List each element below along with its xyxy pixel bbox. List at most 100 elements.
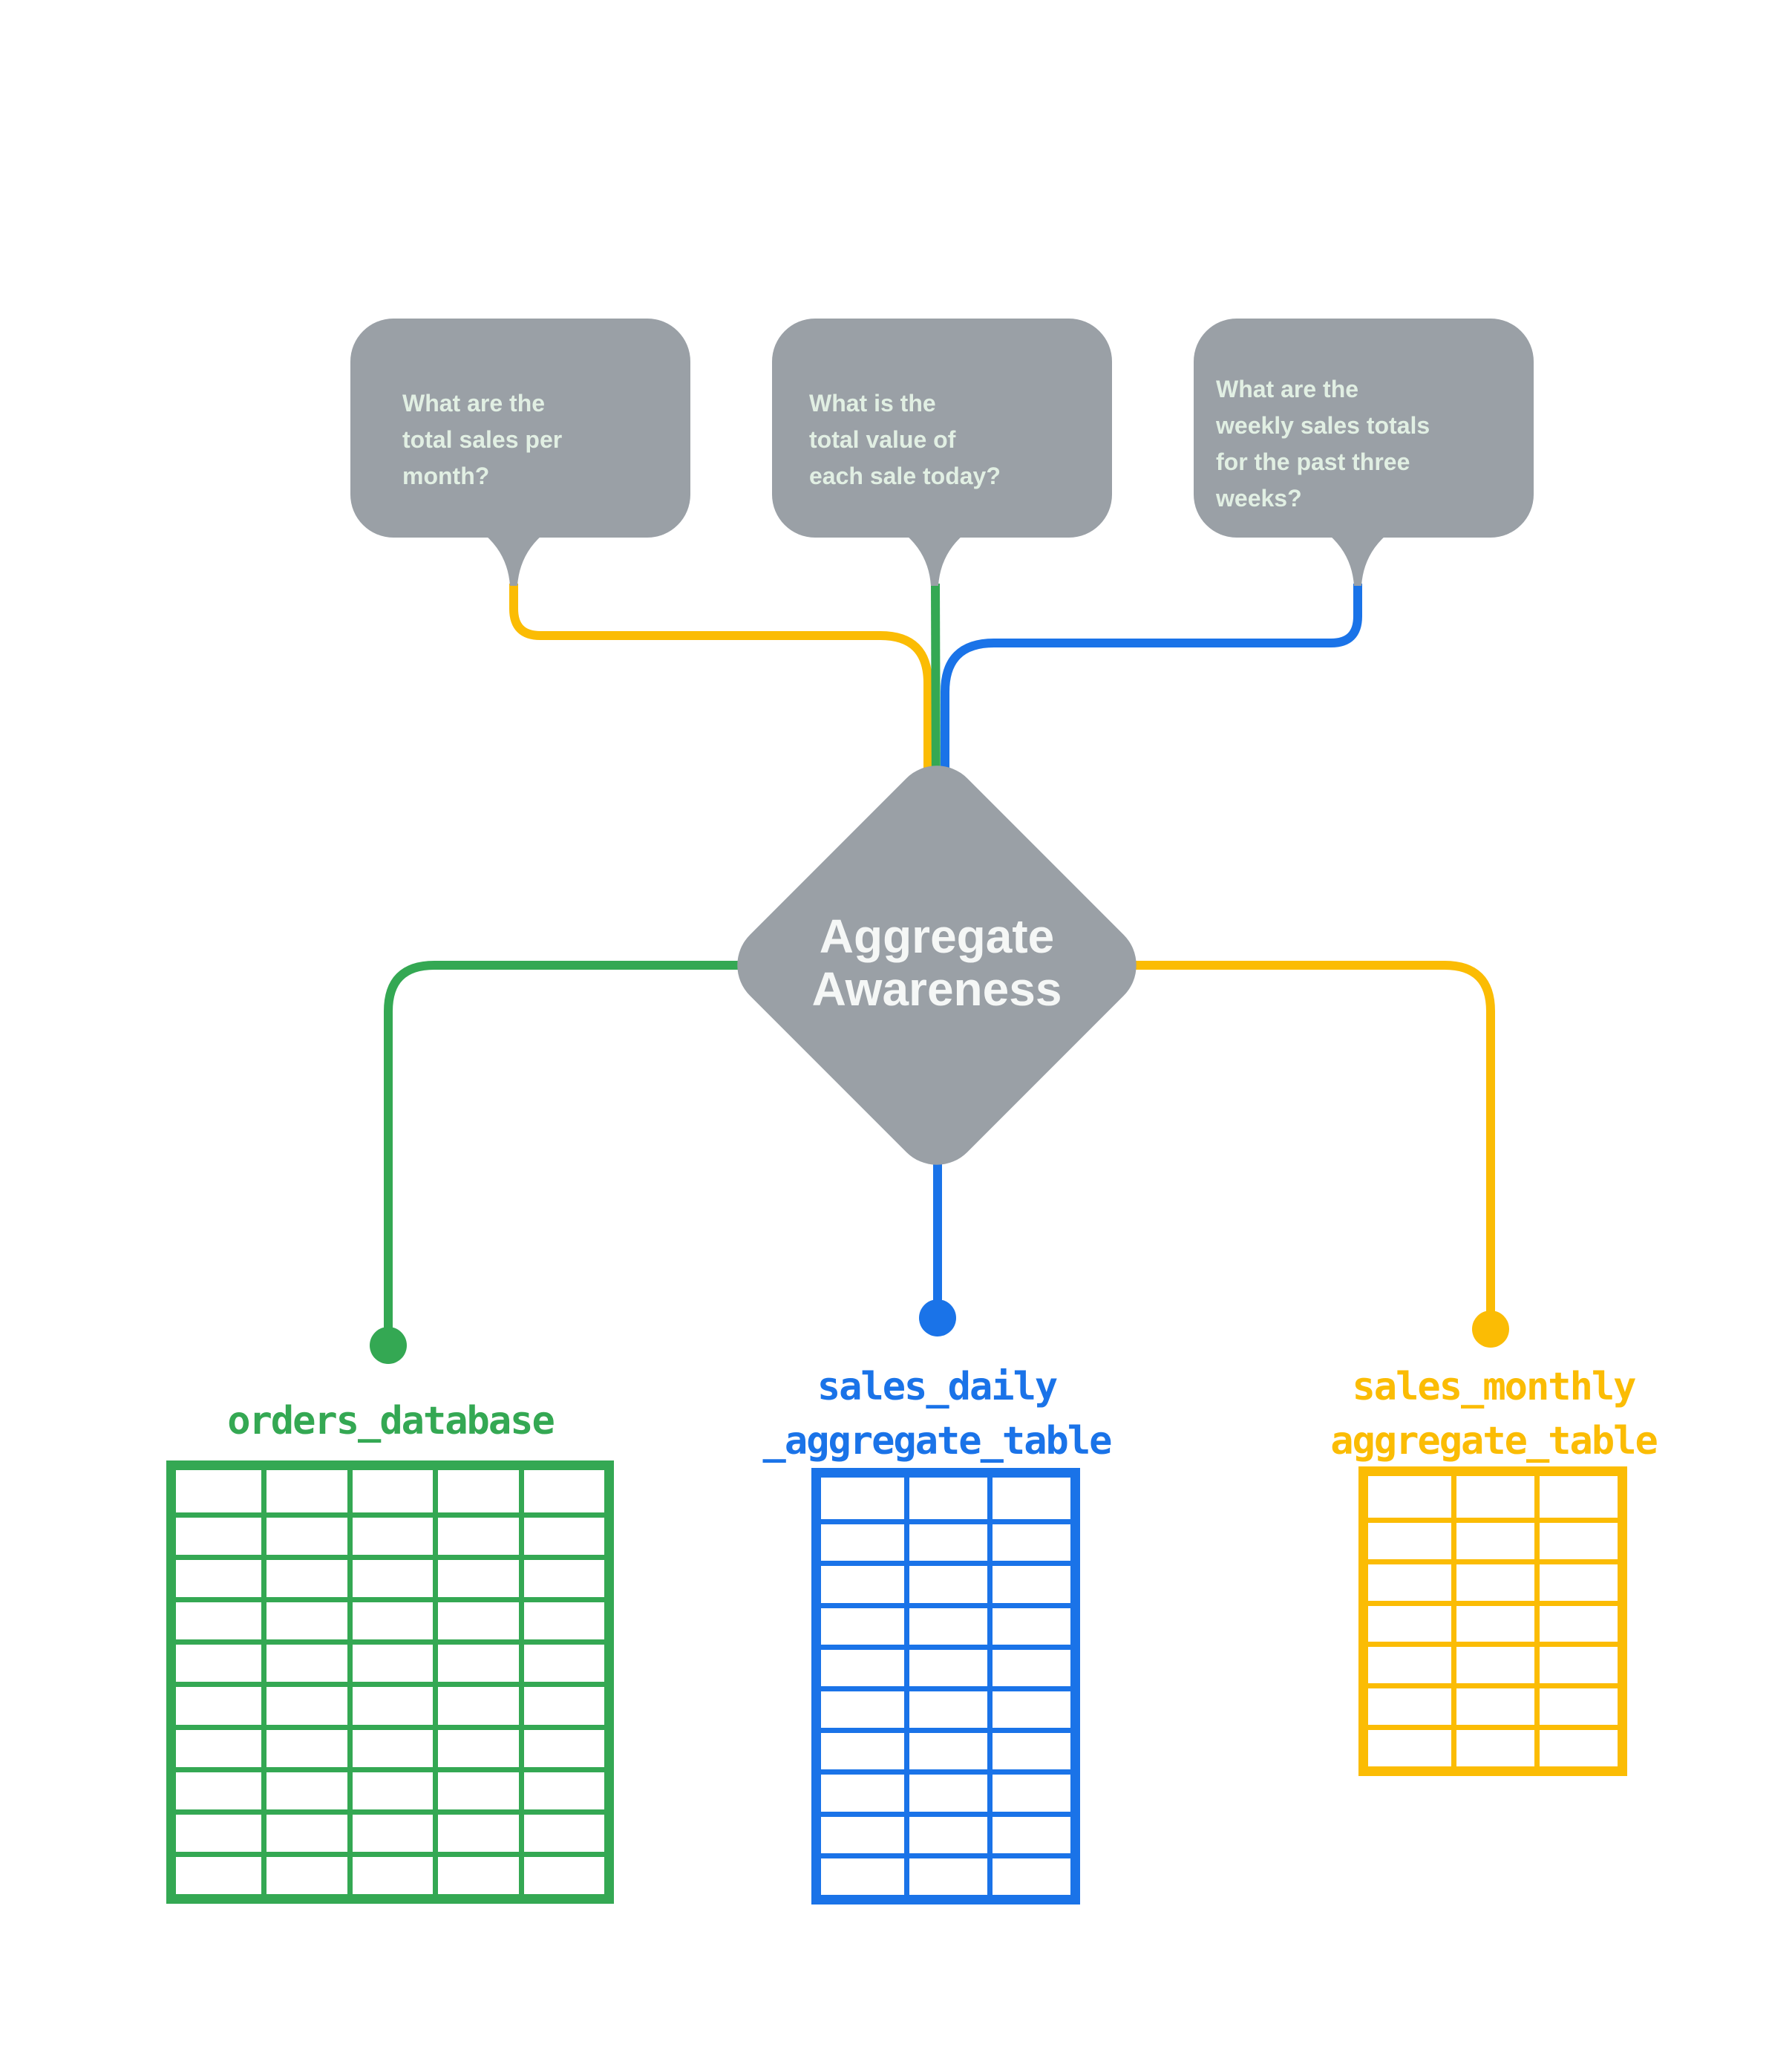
blue-connector-top (941, 584, 1362, 802)
table-cell (518, 1470, 604, 1513)
aggregate-awareness-label: Aggregate Awareness (811, 910, 1062, 1016)
table-cell (433, 1470, 518, 1513)
table-cell (176, 1766, 262, 1809)
table-cell (261, 1851, 347, 1894)
green-connector-top (931, 583, 941, 803)
table-cell (1368, 1600, 1451, 1642)
table-cell (904, 1811, 987, 1853)
table-cell (261, 1470, 347, 1513)
table-cell (261, 1724, 347, 1767)
table-cell (433, 1639, 519, 1682)
yellow-connector-top (509, 584, 932, 802)
table-cell (176, 1851, 262, 1894)
table-cell (176, 1597, 262, 1639)
table-cell (176, 1555, 262, 1597)
table-cell (904, 1769, 987, 1812)
table-cell (433, 1724, 519, 1767)
table-cell (904, 1644, 987, 1686)
table-cell (433, 1682, 519, 1725)
table-cell (433, 1809, 519, 1852)
table-cell (987, 1728, 1070, 1770)
table-cell (347, 1766, 434, 1809)
orders-database-grid (166, 1460, 614, 1904)
bubble-tail-3 (1325, 532, 1390, 586)
table-cell (904, 1728, 987, 1770)
table-cell (433, 1555, 519, 1598)
table-cell (904, 1686, 987, 1729)
yellow-endpoint-dot (1472, 1311, 1509, 1348)
table-cell (518, 1851, 604, 1894)
question-bubble-monthly-sales: What are the total sales per month? (350, 319, 690, 538)
table-cell (347, 1851, 434, 1894)
table-cell (347, 1809, 434, 1852)
table-cell (518, 1724, 604, 1767)
table-cell (1534, 1683, 1618, 1726)
table-cell (347, 1470, 433, 1513)
aggregate-awareness-diamond (737, 766, 1137, 1165)
table-cell (821, 1644, 904, 1686)
table-cell (1534, 1517, 1618, 1559)
table-cell (176, 1809, 262, 1852)
table-cell (904, 1519, 987, 1561)
table-cell (261, 1766, 347, 1809)
table-cell (904, 1478, 987, 1520)
table-cell (518, 1555, 604, 1598)
table-cell (1368, 1558, 1451, 1601)
table-cell (1368, 1683, 1451, 1725)
table-cell (821, 1478, 904, 1519)
bubble-tail-2 (902, 532, 967, 586)
table-cell (821, 1853, 904, 1895)
table-cell (1368, 1725, 1451, 1766)
question-bubble-text: What are the weekly sales totals for the… (1216, 376, 1430, 512)
question-bubble-daily-sale-value: What is the total value of each sale tod… (772, 319, 1112, 538)
table-cell (821, 1561, 904, 1602)
table-cell (518, 1766, 604, 1809)
table-cell (176, 1470, 261, 1512)
table-cell (821, 1519, 904, 1561)
table-cell (1368, 1517, 1451, 1559)
table-cell (433, 1597, 519, 1640)
blue-endpoint-dot (919, 1299, 956, 1336)
table-cell (821, 1602, 904, 1645)
table-cell (904, 1602, 987, 1645)
table-cell (987, 1686, 1070, 1729)
table-cell (347, 1724, 434, 1767)
table-cell (261, 1597, 347, 1640)
question-bubble-text: What are the total sales per month? (402, 390, 563, 489)
table-cell (1534, 1476, 1618, 1518)
table-cell (821, 1686, 904, 1728)
table-cell (1534, 1558, 1618, 1601)
table-cell (1368, 1642, 1451, 1683)
green-endpoint-dot (370, 1327, 407, 1364)
table-cell (176, 1639, 262, 1682)
table-cell (904, 1561, 987, 1603)
table-cell (261, 1809, 347, 1852)
orders-database-label: orders_database (227, 1399, 555, 1443)
table-cell (261, 1512, 347, 1556)
table-cell (347, 1639, 434, 1682)
table-cell (518, 1597, 604, 1640)
table-cell (821, 1728, 904, 1769)
table-cell (347, 1555, 434, 1598)
question-bubble-text: What is the total value of each sale tod… (809, 390, 1001, 489)
table-cell (433, 1851, 519, 1894)
table-cell (518, 1809, 604, 1852)
table-cell (1451, 1642, 1534, 1684)
table-cell (987, 1519, 1070, 1561)
table-cell (347, 1682, 434, 1725)
table-cell (1451, 1725, 1534, 1766)
green-connector-bottom (384, 961, 937, 1336)
table-cell (987, 1478, 1070, 1520)
bubble-tail-1 (481, 532, 546, 586)
table-cell (261, 1555, 347, 1598)
table-cell (1451, 1683, 1534, 1726)
table-cell (987, 1644, 1070, 1686)
table-cell (1451, 1476, 1534, 1518)
table-cell (1451, 1558, 1534, 1601)
table-cell (261, 1639, 347, 1682)
sales-daily-aggregate-table-label: sales_daily _aggregate_table (762, 1365, 1113, 1463)
question-bubble-weekly-totals: What are the weekly sales totals for the… (1194, 319, 1534, 538)
table-cell (1534, 1725, 1618, 1766)
